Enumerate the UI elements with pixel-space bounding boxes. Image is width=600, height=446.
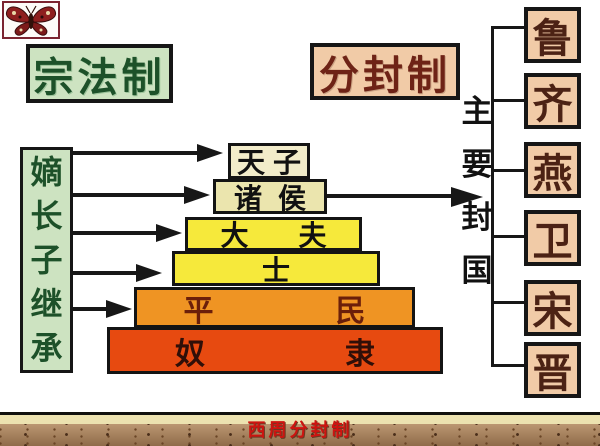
bracket-branch-yan <box>491 169 525 172</box>
pyramid-label-dafu: 大夫 <box>220 220 377 251</box>
arrow-line-pingmin <box>73 307 107 311</box>
state-label-lu: 鲁 <box>532 17 573 61</box>
arrow-line-fengguo <box>327 194 452 198</box>
v-label-char: 封 <box>461 200 493 235</box>
pyramid-label-shi: 士 <box>261 254 290 286</box>
arrow-head-pingmin <box>106 300 132 318</box>
bracket-branch-qi <box>491 99 525 102</box>
butterfly-logo-box <box>2 1 60 39</box>
state-box-qi: 齐 <box>524 73 581 129</box>
zongfazhi-label: 宗法制 <box>33 55 166 100</box>
arrow-head-shi <box>136 264 162 282</box>
arrow-line-dafu <box>73 231 157 235</box>
v-label-char: 主 <box>461 94 493 129</box>
pyramid-label-zhuhou: 诸侯 <box>233 182 322 214</box>
arrow-head-zhuhou <box>184 186 210 204</box>
state-label-yan: 燕 <box>532 152 573 196</box>
bracket-branch-song <box>491 301 525 304</box>
pyramid-level-zhuhou: 诸侯 <box>213 179 327 214</box>
arrow-head-tianzi <box>197 144 223 162</box>
fenfengzhi-label: 分封制 <box>319 53 451 98</box>
state-label-jin: 晋 <box>532 352 573 396</box>
pyramid-level-nuli: 奴隶 <box>107 327 443 374</box>
inheritance-rule-box: 嫡长子继承 <box>20 147 73 373</box>
bracket-branch-lu <box>491 26 525 29</box>
bracket-vertical-line <box>491 26 494 367</box>
pyramid-label-tianzi: 天子 <box>236 147 309 178</box>
pyramid-label-nuli: 奴隶 <box>175 337 515 371</box>
arrow-head-dafu <box>156 224 182 242</box>
footer-cream-strip <box>0 415 600 424</box>
main-feudal-states-label: 主 要 封 国 <box>458 96 496 286</box>
v-label-char: 国 <box>461 253 493 288</box>
footer-divider-line <box>0 412 600 415</box>
footer-title: 西周分封制 <box>247 420 353 440</box>
arrow-line-tianzi <box>73 151 199 155</box>
zongfazhi-title: 宗法制 <box>26 44 173 103</box>
pyramid-level-shi: 士 <box>172 251 380 286</box>
pyramid-level-pingmin: 平民 <box>134 287 415 328</box>
state-box-jin: 晋 <box>524 342 581 398</box>
pyramid-level-tianzi: 天子 <box>228 143 310 179</box>
state-box-wei: 卫 <box>524 210 581 266</box>
arrow-head-fengguo <box>451 187 483 207</box>
arrow-line-shi <box>73 271 137 275</box>
bracket-branch-jin <box>491 364 525 367</box>
state-box-yan: 燕 <box>524 142 581 198</box>
state-box-song: 宋 <box>524 280 581 336</box>
fenfengzhi-title: 分封制 <box>310 43 460 100</box>
state-box-lu: 鲁 <box>524 7 581 63</box>
state-label-song: 宋 <box>532 290 573 334</box>
butterfly-icon <box>5 5 57 36</box>
arrow-line-zhuhou <box>73 193 185 197</box>
bracket-branch-wei <box>491 235 525 238</box>
v-label-char: 要 <box>461 147 493 182</box>
state-label-wei: 卫 <box>532 220 573 264</box>
pyramid-label-pingmin: 平民 <box>183 294 488 328</box>
state-label-qi: 齐 <box>532 83 573 127</box>
footer-brown-bar <box>0 424 600 446</box>
pyramid-level-dafu: 大夫 <box>185 217 362 251</box>
